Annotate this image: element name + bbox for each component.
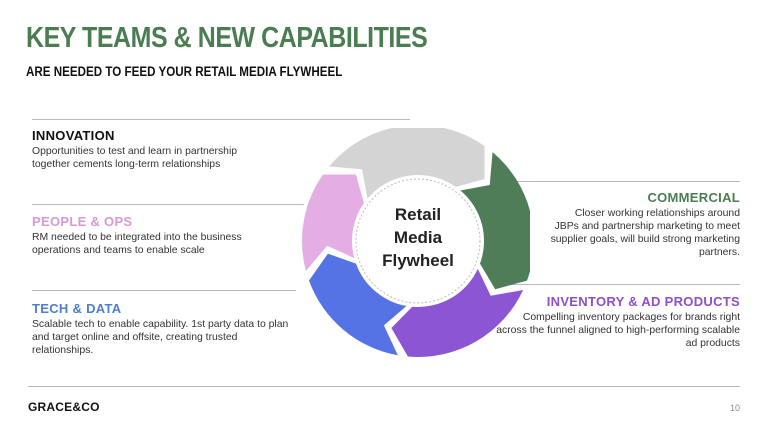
people-heading: PEOPLE & OPS — [32, 214, 133, 229]
divider-commercial — [510, 181, 740, 182]
grace-co-logo: GRACE&CO — [28, 400, 100, 414]
divider-people — [32, 204, 304, 205]
inventory-text: Compelling inventory packages for brands… — [496, 312, 740, 349]
segment-people — [302, 174, 364, 272]
commercial-block: COMMERCIAL Closer working relationships … — [490, 190, 740, 259]
segment-commercial — [460, 152, 530, 290]
flywheel-diagram: Retail Media Flywheel — [302, 128, 530, 358]
page-number: 10 — [729, 403, 740, 413]
segment-tech — [309, 253, 407, 356]
innovation-block: INNOVATION Opportunities to test and lea… — [32, 128, 302, 171]
commercial-heading: COMMERCIAL — [647, 190, 740, 205]
center-label-line-1: Retail — [395, 205, 441, 224]
segment-innovation — [329, 128, 485, 199]
innovation-text: Opportunities to test and learn in partn… — [32, 146, 238, 170]
tech-heading: TECH & DATA — [32, 301, 122, 316]
people-text: RM needed to be integrated into the busi… — [32, 232, 242, 256]
segment-inventory — [391, 268, 524, 358]
page-title: KEY TEAMS & NEW CAPABILITIES — [26, 22, 428, 54]
tech-text: Scalable tech to enable capability. 1st … — [32, 319, 289, 356]
divider-top-left — [32, 119, 410, 120]
divider-tech — [32, 290, 296, 291]
flywheel-center-circle — [355, 178, 481, 304]
inventory-block: INVENTORY & AD PRODUCTS Compelling inven… — [490, 294, 740, 350]
commercial-text: Closer working relationships around JBPs… — [550, 208, 740, 258]
inventory-heading: INVENTORY & AD PRODUCTS — [546, 294, 740, 309]
tech-block: TECH & DATA Scalable tech to enable capa… — [32, 301, 302, 357]
center-label-line-2: Media — [394, 228, 443, 247]
page-subtitle: ARE NEEDED TO FEED YOUR RETAIL MEDIA FLY… — [26, 64, 343, 79]
innovation-heading: INNOVATION — [32, 128, 115, 143]
center-label-line-3: Flywheel — [382, 251, 454, 270]
divider-inventory — [510, 284, 740, 285]
divider-footer — [28, 386, 740, 387]
people-block: PEOPLE & OPS RM needed to be integrated … — [32, 214, 302, 257]
